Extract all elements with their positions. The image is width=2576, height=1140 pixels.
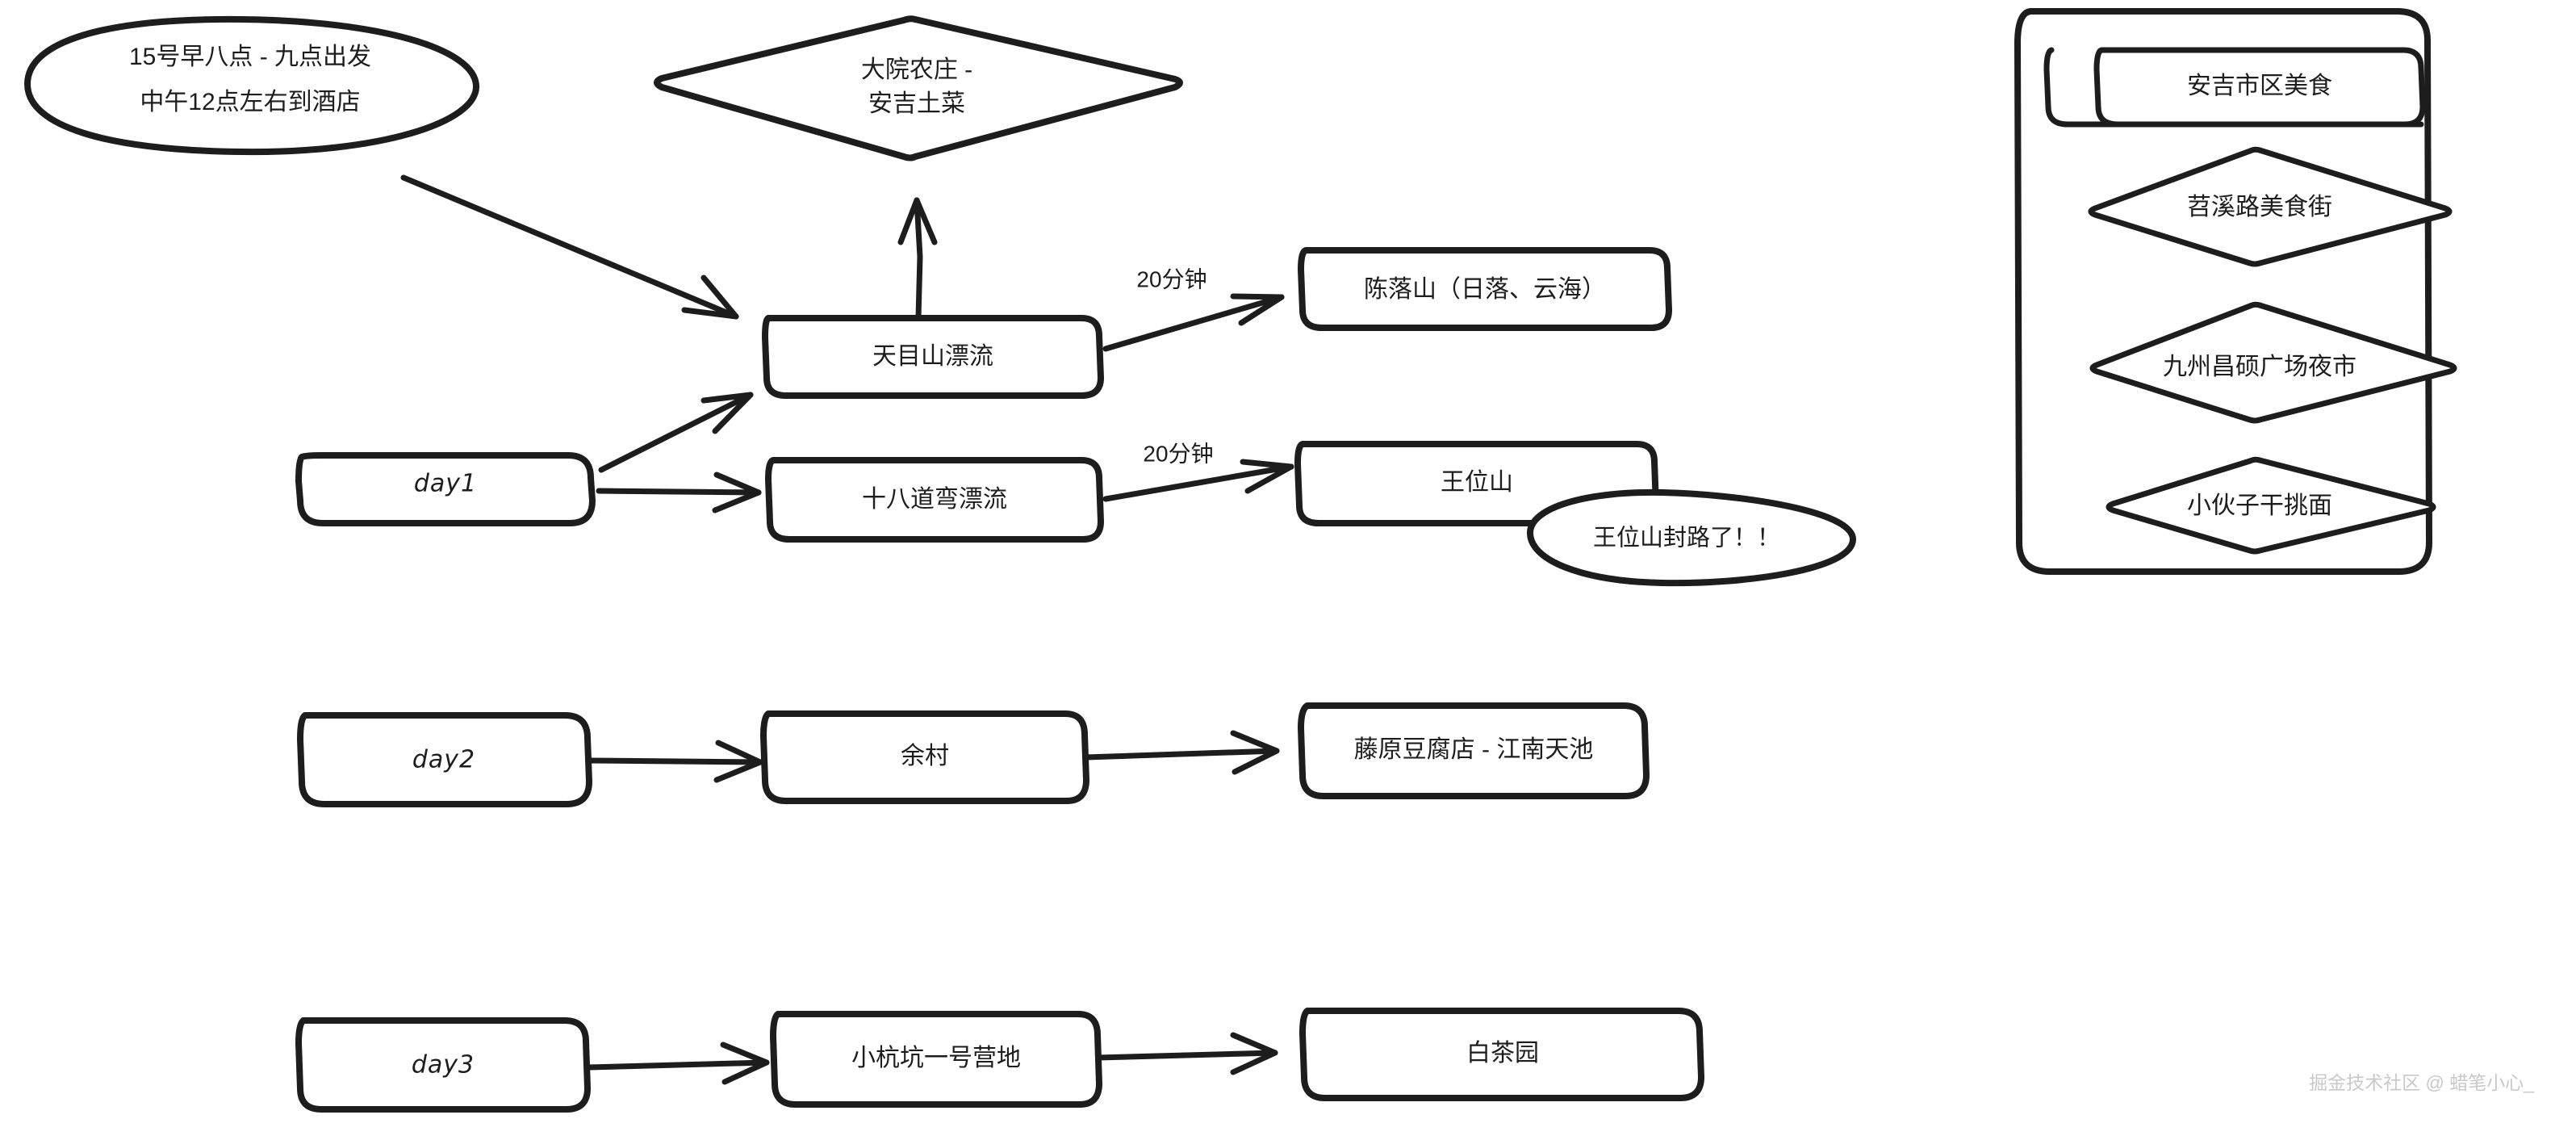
node-day3-label: day3	[412, 1051, 475, 1079]
food-item-2[interactable]: 九州昌硕广场夜市	[2089, 301, 2457, 424]
node-day2-label: day2	[412, 746, 475, 774]
node-xiaohangkeng-label: 小杭坑一号营地	[851, 1045, 1021, 1071]
edge-label-20min-2: 20分钟	[1143, 441, 1213, 466]
node-day1-label: day1	[414, 470, 477, 498]
food-item-1[interactable]: 苕溪路美食街	[2088, 146, 2453, 267]
node-chenluoshan-label: 陈落山（日落、云海）	[1364, 276, 1606, 303]
node-day1[interactable]: day1	[295, 452, 596, 526]
node-baichayuan[interactable]: 白茶园	[1299, 1008, 1704, 1101]
edge-day1-to-tianmushan	[598, 392, 754, 473]
note-start-line1: 15号早八点 - 九点出发	[129, 44, 371, 70]
node-yucun[interactable]: 余村	[760, 710, 1089, 804]
node-day2[interactable]: day2	[297, 712, 592, 807]
node-tianmushan-label: 天目山漂流	[872, 343, 993, 370]
node-dayuan-farm[interactable]: 大院农庄 - 安吉土菜	[654, 15, 1183, 161]
food-panel-header[interactable]: 安吉市区美食	[2043, 47, 2426, 128]
node-day3[interactable]: day3	[295, 1017, 591, 1113]
edge-shibadaowan-to-wangweishan: 20分钟	[1102, 441, 1294, 502]
edge-yucun-to-tengyuan	[1082, 730, 1280, 775]
node-shibadaowan[interactable]: 十八道弯漂流	[765, 457, 1104, 543]
node-tengyuan-label: 藤原豆腐店 - 江南天池	[1354, 736, 1594, 763]
food-panel-header-label: 安吉市区美食	[2187, 73, 2332, 99]
node-wangweishan-label: 王位山	[1441, 469, 1513, 496]
node-tianmushan[interactable]: 天目山漂流	[762, 315, 1104, 399]
node-yucun-label: 余村	[901, 743, 949, 769]
node-dayuan-farm-line2: 安吉土菜	[868, 90, 965, 117]
node-shibadaowan-label: 十八道弯漂流	[862, 486, 1007, 513]
note-road-closed-label: 王位山封路了！！	[1593, 525, 1780, 551]
edge-label-20min-1: 20分钟	[1136, 266, 1206, 291]
note-start[interactable]: 15号早八点 - 九点出发 中午12点左右到酒店	[24, 15, 480, 156]
node-tengyuan[interactable]: 藤原豆腐店 - 江南天池	[1298, 702, 1650, 799]
edge-day2-to-yucun	[586, 740, 763, 783]
food-item-3[interactable]: 小伙子干挑面	[2106, 456, 2436, 555]
edge-startnote-to-tianmushan	[400, 174, 739, 320]
edge-day3-to-xiaohangkeng	[586, 1042, 770, 1085]
food-panel[interactable]: 安吉市区美食 苕溪路美食街 九州昌硕广场夜市 小伙子干挑面	[2014, 8, 2457, 575]
edge-layer: 20分钟 20分钟	[400, 174, 1294, 1085]
edge-tianmushan-to-chenluoshan: 20分钟	[1102, 266, 1285, 352]
food-item-2-label: 九州昌硕广场夜市	[2163, 354, 2356, 380]
edge-day1-to-shibadaowan	[596, 472, 762, 513]
note-road-closed[interactable]: 王位山封路了！！	[1527, 488, 1856, 587]
node-chenluoshan[interactable]: 陈落山（日落、云海）	[1298, 247, 1672, 331]
edge-tianmushan-to-dayuan-farm	[897, 197, 938, 321]
watermark: 掘金技术社区 @ 蜡笔小心_	[2309, 1072, 2535, 1093]
note-start-line2: 中午12点左右到酒店	[140, 89, 360, 115]
node-baichayuan-label: 白茶园	[1466, 1040, 1539, 1067]
node-xiaohangkeng[interactable]: 小杭坑一号营地	[770, 1011, 1102, 1108]
food-item-3-label: 小伙子干挑面	[2187, 492, 2332, 519]
node-dayuan-farm-line1: 大院农庄 -	[861, 57, 972, 83]
food-item-1-label: 苕溪路美食街	[2187, 194, 2332, 220]
edge-xiaohangkeng-to-baichayuan	[1094, 1032, 1278, 1075]
